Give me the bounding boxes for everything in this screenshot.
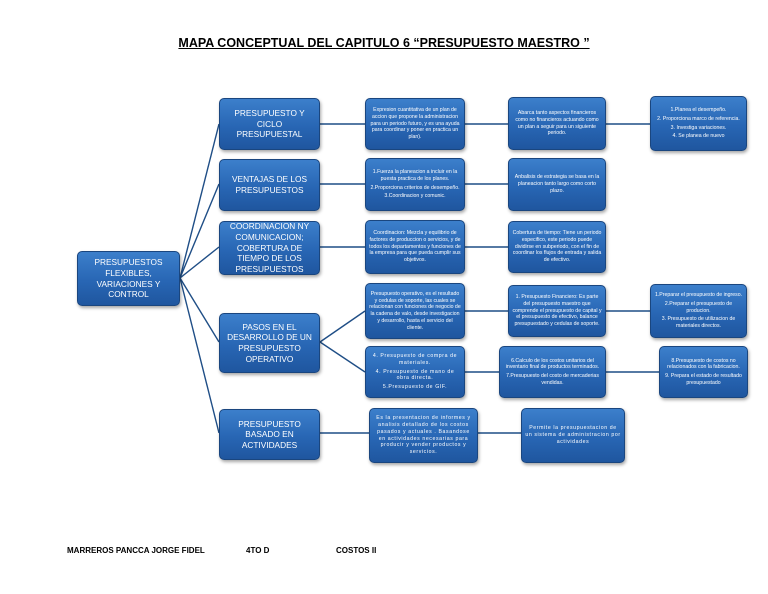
node-analisis-estrategia: Anbalisis de estrategia se basa en la pl…: [508, 158, 606, 211]
node-ventajas-lista: 1.Fuerza la planeacion a incluir en la p…: [365, 158, 465, 211]
node-text: 7.Presupuesto del costo de mercaderias v…: [506, 373, 599, 386]
node-text: Permite la presupuestacion de un sistema…: [525, 425, 621, 445]
node-text: 2.Preparar el presupuesto de producion.: [664, 300, 733, 314]
node-text: 3. Presupuesto de utilizacion de materia…: [661, 316, 736, 330]
node-text: Coordinacion: Mezcla y equilibrio de fac…: [369, 230, 461, 264]
branch-pasos-presupuesto: PASOS EN EL DESARROLLO DE UN PRESUPUESTO…: [219, 313, 320, 373]
branch-label: PRESUPUESTO BASADO EN ACTIVIDADES: [238, 418, 301, 450]
node-text: 3.Coordinacion y comunic.: [384, 193, 446, 200]
node-text: 1.Preparar el presupuesto de ingreso.: [654, 292, 743, 299]
node-aspectos-financieros: Abarca tanto aspectos financieros como n…: [508, 97, 606, 150]
node-text: 1.Fuerza la planeacion a incluir en la p…: [372, 169, 458, 182]
connector-root-b5: [179, 277, 220, 434]
node-text: 8.Presupuesto de costos no relacionados …: [667, 357, 740, 371]
node-pasos-4-5: 4. Presupuesto de compra de materiales. …: [365, 346, 465, 398]
node-text: 3. Investiga variaciones.: [670, 124, 727, 131]
node-ciclo-pasos: 1.Planea el desempeño. 2. Proporciona ma…: [650, 96, 747, 151]
node-text: 1. Presupuesto Financiero: Es parte del …: [512, 294, 602, 328]
node-text: Es la presentacion de informes y analisi…: [376, 415, 471, 455]
node-coordinacion: Coordinacion: Mezcla y equilibrio de fac…: [365, 220, 465, 274]
branch-label: COORDINACION NY COMUNICACION; COBERTURA …: [229, 221, 310, 274]
node-text: Abarca tanto aspectos financieros como n…: [515, 110, 599, 137]
node-text: Presupuesto operativo, es el resultado y…: [369, 290, 461, 331]
node-presupuesto-financiero: 1. Presupuesto Financiero: Es parte del …: [508, 285, 606, 337]
node-pasos-8-9: 8.Presupuesto de costos no relacionados …: [659, 346, 748, 398]
node-text: 1.Planea el desempeño.: [670, 107, 727, 113]
connector-b4-a1: [319, 310, 366, 343]
node-pasos-1-3: 1.Preparar el presupuesto de ingreso. 2.…: [650, 284, 747, 338]
node-pasos-6-7: 6.Calculo de los costos unitarios del in…: [499, 346, 606, 398]
root-label: PRESUPUESTOS FLEXIBLES, VARIACIONES Y CO…: [94, 257, 163, 300]
branch-presupuesto-actividades: PRESUPUESTO BASADO EN ACTIVIDADES: [219, 409, 320, 460]
branch-coordinacion: COORDINACION NY COMUNICACION; COBERTURA …: [219, 221, 320, 275]
node-text: 2.Proporciona criterios de desempeño.: [370, 184, 460, 191]
node-informes-analisis: Es la presentacion de informes y analisi…: [369, 408, 478, 463]
node-definicion-presupuesto: Expresion cuantitativa de un plan de acc…: [365, 98, 465, 150]
node-text: 9. Prepara el estado de resultado presup…: [665, 373, 742, 386]
node-text: 4. Presupuesto de mano de obra directa.: [375, 368, 455, 382]
page-title: MAPA CONCEPTUAL DEL CAPITULO 6 “PRESUPUE…: [178, 36, 590, 50]
branch-presupuesto-ciclo: PRESUPUESTO Y CICLO PRESUPUESTAL: [219, 98, 320, 150]
node-text: 5.Presupuesto de GIF.: [382, 384, 448, 391]
node-text: 4. Presupuesto de compra de materiales.: [372, 353, 458, 366]
node-sistema-administracion: Permite la presupuestacion de un sistema…: [521, 408, 625, 463]
branch-ventajas: VENTAJAS DE LOS PRESUPUESTOS: [219, 159, 320, 211]
connector-root-b3: [179, 246, 220, 279]
footer-course: COSTOS II: [336, 546, 377, 555]
footer-author: MARREROS PANCCA JORGE FIDEL: [67, 546, 205, 555]
connector-root-b2: [179, 183, 220, 279]
node-text: Anbalisis de estrategia se basa en la pl…: [514, 174, 600, 194]
node-text: Cobertura de tiempo: Tiene un periodo es…: [512, 230, 602, 264]
node-text: 6.Calculo de los costos unitarios del in…: [505, 357, 600, 371]
branch-label: VENTAJAS DE LOS PRESUPUESTOS: [232, 174, 307, 195]
branch-label: PRESUPUESTO Y CICLO PRESUPUESTAL: [234, 108, 305, 140]
connector-b4-b1: [319, 341, 366, 373]
node-presupuesto-operativo: Presupuesto operativo, es el resultado y…: [365, 283, 465, 339]
node-text: 2. Proporciona marco de referencia.: [657, 115, 740, 122]
footer-group: 4TO D: [246, 546, 270, 555]
root-node: PRESUPUESTOS FLEXIBLES, VARIACIONES Y CO…: [77, 251, 180, 306]
branch-label: PASOS EN EL DESARROLLO DE UN PRESUPUESTO…: [227, 321, 312, 364]
node-cobertura-tiempo: Cobertura de tiempo: Tiene un periodo es…: [508, 221, 606, 273]
connector-root-b4: [179, 277, 220, 343]
node-text: 4. Se planea de nuevo: [672, 133, 725, 140]
connector-root-b1: [179, 123, 220, 279]
node-text: Expresion cuantitativa de un plan de acc…: [370, 107, 460, 141]
